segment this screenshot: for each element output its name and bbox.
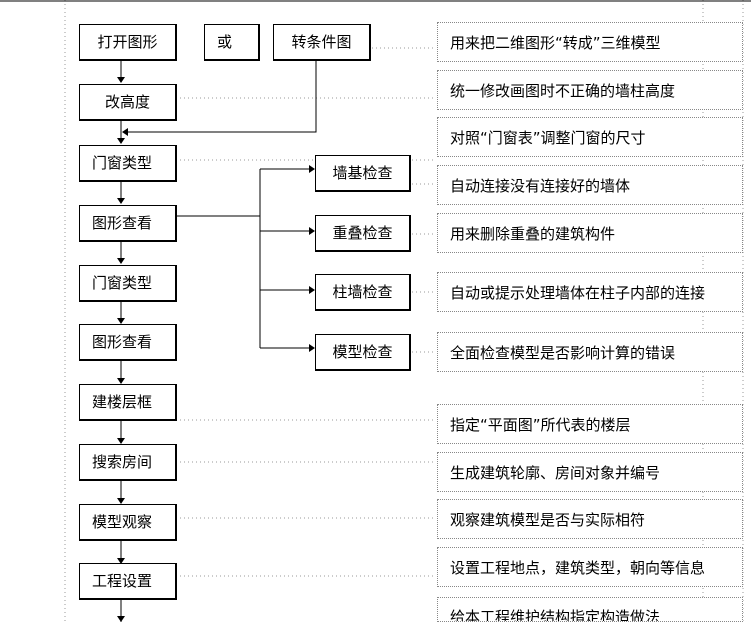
check-label: 重叠检查 xyxy=(332,223,393,242)
or-label: 或 xyxy=(217,32,233,51)
step-label: 工程设置 xyxy=(92,571,153,590)
step-label: 打开图形 xyxy=(97,32,158,51)
note-model-observe: 观察建筑模型是否与实际相符 xyxy=(437,499,743,539)
check-column-wall: 柱墙检查 xyxy=(315,274,411,311)
step-model-observe: 模型观察 xyxy=(79,504,177,541)
note-text: 生成建筑轮廓、房间对象并编号 xyxy=(450,463,661,482)
step-convert-condition-drawing: 转条件图 xyxy=(273,24,371,61)
step-search-rooms: 搜索房间 xyxy=(79,444,177,481)
check-overlap: 重叠检查 xyxy=(315,215,411,252)
step-graphic-check: 图形查看 xyxy=(79,324,177,361)
step-door-window-type: 门窗类型 xyxy=(79,145,177,182)
step-label: 门窗类型 xyxy=(92,273,153,292)
note-text: 自动连接没有连接好的墙体 xyxy=(450,176,631,195)
note-wall-base: 自动连接没有连接好的墙体 xyxy=(437,165,743,205)
step-build-floor-frame: 建楼层框 xyxy=(79,384,177,421)
step-project-settings: 工程设置 xyxy=(79,563,177,600)
note-floor-frame: 指定“平面图”所代表的楼层 xyxy=(437,404,743,444)
step-door-window-type: 门窗类型 xyxy=(79,265,177,302)
note-text: 指定“平面图”所代表的楼层 xyxy=(450,415,631,434)
note-project-settings: 设置工程地点，建筑类型，朝向等信息 xyxy=(437,547,743,587)
note-text: 统一修改画图时不正确的墙柱高度 xyxy=(450,81,676,100)
note-search-rooms: 生成建筑轮廓、房间对象并编号 xyxy=(437,452,743,492)
note-overlap: 用来删除重叠的建筑构件 xyxy=(437,213,743,253)
note-door-window: 对照“门窗表”调整门窗的尺寸 xyxy=(437,117,743,157)
check-label: 墙基检查 xyxy=(332,163,393,182)
note-text: 设置工程地点，建筑类型，朝向等信息 xyxy=(450,558,706,577)
step-label: 改高度 xyxy=(104,92,150,111)
note-text: 自动或提示处理墙体在柱子内部的连接 xyxy=(450,283,706,302)
step-label: 门窗类型 xyxy=(92,153,153,172)
note-change-height: 统一修改画图时不正确的墙柱高度 xyxy=(437,70,743,110)
step-label: 转条件图 xyxy=(291,32,352,51)
note-convert: 用来把二维图形“转成”三维模型 xyxy=(437,22,743,62)
or-box: 或 xyxy=(204,24,260,61)
note-text: 用来删除重叠的建筑构件 xyxy=(450,224,616,243)
step-label: 建楼层框 xyxy=(92,392,153,411)
note-model-check: 全面检查模型是否影响计算的错误 xyxy=(437,332,743,372)
note-envelope-construction: 给本工程维护结构指定构造做法 xyxy=(437,597,743,622)
note-text: 对照“门窗表”调整门窗的尺寸 xyxy=(450,128,646,147)
note-column-wall: 自动或提示处理墙体在柱子内部的连接 xyxy=(437,272,743,312)
note-text: 给本工程维护结构指定构造做法 xyxy=(450,608,661,622)
step-change-height: 改高度 xyxy=(79,84,177,121)
step-label: 模型观察 xyxy=(92,512,153,531)
step-label: 图形查看 xyxy=(92,213,153,232)
note-text: 用来把二维图形“转成”三维模型 xyxy=(450,33,661,52)
check-label: 柱墙检查 xyxy=(332,282,393,301)
step-open: 打开图形 xyxy=(79,24,177,61)
check-model: 模型检查 xyxy=(315,334,411,371)
step-graphic-check: 图形查看 xyxy=(79,205,177,242)
check-wall-base: 墙基检查 xyxy=(315,155,411,192)
check-label: 模型检查 xyxy=(332,342,393,361)
note-text: 观察建筑模型是否与实际相符 xyxy=(450,510,646,529)
step-label: 搜索房间 xyxy=(92,452,153,471)
note-text: 全面检查模型是否影响计算的错误 xyxy=(450,343,676,362)
step-label: 图形查看 xyxy=(92,332,153,351)
